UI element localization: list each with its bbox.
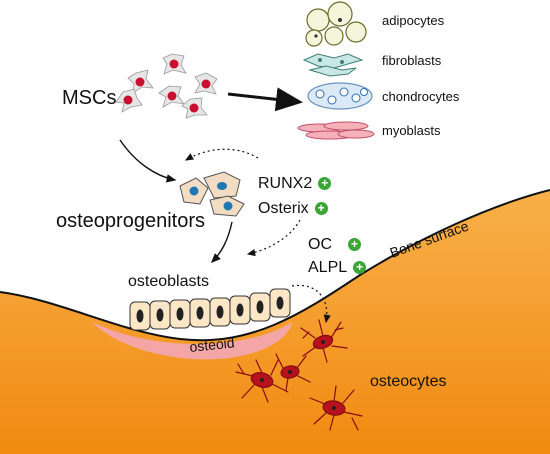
plus-icon: + bbox=[348, 238, 361, 251]
osteocytes-label: osteocytes bbox=[370, 373, 447, 390]
lineage-adipocytes-label: adipocytes bbox=[382, 13, 445, 28]
mscs-label: MSCs bbox=[62, 87, 117, 109]
osteoblast-row bbox=[129, 288, 291, 331]
myoblasts-icon bbox=[297, 121, 375, 140]
fibroblasts-icon bbox=[302, 53, 364, 77]
osterix-dotted-arrow bbox=[246, 219, 301, 257]
osteoblasts-label: osteoblasts bbox=[128, 273, 209, 290]
marker-alpl-label: ALPL bbox=[308, 259, 348, 276]
marker-oc: OC + bbox=[308, 237, 361, 253]
msc-cells bbox=[115, 53, 218, 119]
msc-to-progenitor-arrow bbox=[119, 139, 177, 183]
bone-surface-line bbox=[0, 189, 550, 342]
osteoid-label: osteoid bbox=[189, 334, 236, 355]
plus-icon: + bbox=[314, 202, 328, 215]
plus-icon: + bbox=[318, 177, 332, 190]
plus-icon: + bbox=[353, 261, 367, 274]
adipocytes-icon bbox=[305, 1, 367, 47]
progenitor-to-osteoblast-arrow bbox=[211, 221, 233, 263]
osteoprogenitors-label: osteoprogenitors bbox=[56, 210, 205, 232]
lineage-arrow bbox=[227, 87, 303, 112]
osteocyte-cells bbox=[235, 319, 363, 431]
lineage-myoblasts-label: myoblasts bbox=[382, 123, 441, 138]
marker-runx2: RUNX2 + bbox=[258, 175, 332, 192]
chondrocytes-icon bbox=[307, 82, 373, 110]
osteoid-layer bbox=[92, 322, 292, 360]
marker-alpl: ALPL + bbox=[308, 259, 367, 276]
marker-runx2-label: RUNX2 bbox=[258, 175, 313, 192]
runx2-dotted-arrow bbox=[184, 148, 259, 161]
lineage-chondrocytes-label: chondrocytes bbox=[382, 89, 460, 104]
marker-osterix: Osterix + bbox=[258, 201, 328, 217]
osteoprogenitor-cells bbox=[179, 171, 245, 217]
marker-osterix-label: Osterix bbox=[258, 200, 309, 217]
lineage-fibroblasts-label: fibroblasts bbox=[382, 53, 442, 68]
marker-oc-label: OC bbox=[308, 236, 332, 253]
bone-region bbox=[0, 190, 550, 454]
osteoblast-to-osteocyte-arrow bbox=[291, 284, 331, 324]
